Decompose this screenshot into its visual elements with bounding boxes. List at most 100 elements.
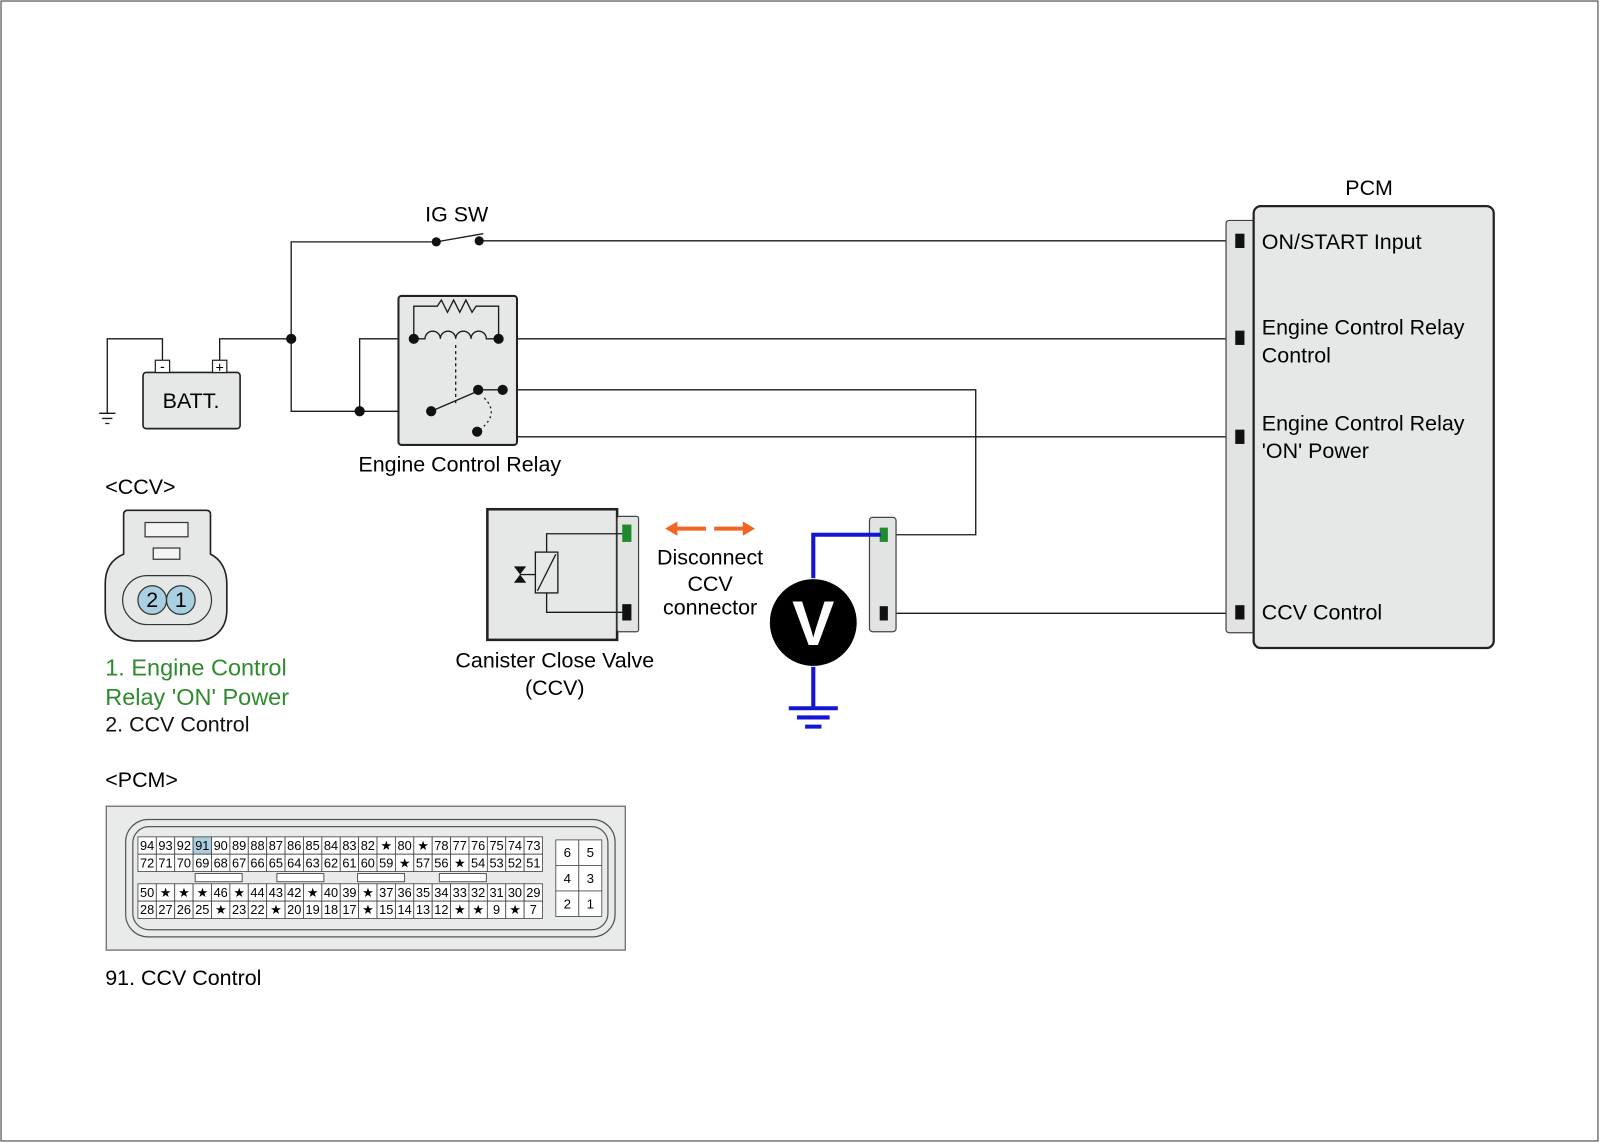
pcm-pin-cell: 92	[174, 836, 194, 855]
battery-body	[142, 371, 241, 430]
pcm-pin-cell: 68	[211, 853, 231, 872]
pcm-pin-number: ★	[215, 902, 226, 917]
pcm-connector-rim-inner	[132, 826, 609, 931]
pcm-pin-cell: 12	[431, 900, 451, 919]
pcm-pin-number: 22	[250, 902, 264, 917]
pcm-pin-number: 30	[508, 885, 522, 900]
pcm-pin-cell: 62	[321, 853, 341, 872]
pcm-pin-number: 87	[269, 838, 283, 853]
pcm-pin-cell: 20	[284, 900, 304, 919]
pcm-pin-number: 25	[195, 902, 209, 917]
ccv-pin-legend: Relay 'ON' Power	[105, 684, 289, 710]
pcm-pin-number: 92	[177, 838, 191, 853]
pcm-pin-number: 63	[306, 855, 320, 870]
pcm-pin-number: 75	[489, 838, 503, 853]
pcm-pin-cell: 33	[450, 883, 470, 902]
pcm-pin-number: 19	[306, 902, 320, 917]
pcm-pin-number: 43	[269, 885, 283, 900]
pcm-pin-cell: 17	[339, 900, 360, 919]
harness-pin-signal	[879, 527, 888, 542]
arrow-right-icon	[714, 521, 756, 536]
solenoid-diagonal	[536, 553, 557, 592]
pcm-pin-number: 69	[195, 855, 209, 870]
switch-contact	[431, 237, 441, 247]
pcm-pin-number: 36	[397, 885, 411, 900]
meter-lead-positive	[811, 532, 881, 579]
relay-switch-blade	[430, 391, 477, 412]
pcm-pin-number: 51	[526, 855, 540, 870]
harness-connector-body	[868, 516, 897, 633]
pcm-pin-cell: ★	[450, 900, 470, 919]
pcm-pin-box	[523, 900, 543, 919]
pcm-pin-number: 40	[324, 885, 338, 900]
pcm-pin-cell: 75	[486, 836, 507, 855]
pcm-pin-cell: ★	[505, 900, 525, 919]
wire-battery-ground	[106, 338, 164, 414]
battery-negative-terminal	[154, 359, 171, 374]
disconnect-note-line: Disconnect	[657, 545, 763, 569]
pcm-pin-number: 76	[471, 838, 485, 853]
pcm-pin-number: 23	[232, 902, 246, 917]
pcm-pin-number: 15	[379, 902, 393, 917]
pcm-pin-cell: 23	[229, 900, 249, 919]
pcm-pin-number: 74	[508, 838, 522, 853]
pcm-aux-pin-number: 5	[587, 845, 594, 860]
pcm-pin-number: 35	[416, 885, 430, 900]
pcm-connector-key-slot	[194, 873, 243, 883]
pcm-aux-pin-number: 4	[564, 871, 571, 886]
pcm-terminal-label: 'ON' Power	[1262, 439, 1369, 463]
ccv-label: (CCV)	[525, 676, 585, 700]
pcm-terminal-label: CCV Control	[1262, 600, 1382, 624]
ccv-internal-wire	[545, 533, 623, 613]
solenoid-coil	[534, 551, 559, 594]
pcm-pin-cell: ★	[394, 853, 415, 872]
pcm-pin-cell: 40	[321, 883, 341, 902]
pcm-pin-number: 68	[214, 855, 228, 870]
arrow-left-icon	[665, 521, 707, 536]
ccv-label: Canister Close Valve	[455, 648, 654, 672]
pcm-pin-cell: 27	[155, 900, 176, 919]
pcm-aux-pin-number: 1	[587, 896, 594, 911]
pcm-pin	[1235, 429, 1245, 444]
pcm-pin-number: 28	[140, 902, 154, 917]
ignition-switch: IG SW	[425, 202, 489, 247]
pcm-pin-number: 86	[287, 838, 301, 853]
pcm-pin-number: 67	[232, 855, 246, 870]
battery-label: BATT.	[163, 389, 220, 413]
relay-resistor	[413, 298, 500, 339]
pcm-pin-number: ★	[307, 885, 318, 900]
pcm-pin-cell: 37	[376, 883, 396, 902]
pcm-pin-cell: 84	[321, 836, 341, 855]
pcm-pin-cell: 71	[155, 853, 176, 872]
ground-icon	[99, 412, 116, 425]
pcm-pin-cell: ★	[358, 883, 378, 902]
pcm-pin-number: ★	[509, 902, 520, 917]
pcm-pin-number: 57	[416, 855, 430, 870]
pcm-pin-cell: 72	[137, 853, 157, 872]
ccv-connector-pin-number: 1	[175, 588, 187, 612]
pcm-pin	[1235, 605, 1245, 620]
pcm-aux-pin-cell: 5	[578, 839, 603, 866]
pcm-pin	[1235, 233, 1245, 248]
voltmeter-icon	[768, 578, 858, 667]
pcm-pin-number: 20	[287, 902, 301, 917]
pcm-pin-cell: 78	[431, 836, 451, 855]
pcm-pin-cell: 36	[394, 883, 415, 902]
harness-pin	[879, 606, 888, 621]
pcm-pin-cell: 86	[284, 836, 304, 855]
relay-coil-terminal	[408, 333, 419, 344]
pcm-pin-number: ★	[233, 885, 244, 900]
wire-relay-output-to-ccv	[502, 389, 977, 536]
pcm-connector-rim	[125, 818, 616, 938]
pcm-pin-cell: 32	[468, 883, 488, 902]
relay-common-contact	[426, 406, 437, 417]
pcm-connector-strip	[1225, 219, 1256, 634]
pcm-pin-number: 54	[471, 855, 485, 870]
voltmeter: V	[768, 532, 881, 729]
pcm-aux-pin-number: 3	[587, 871, 594, 886]
pcm-pin-cell: 9	[486, 900, 507, 919]
pcm-pin-number: ★	[160, 885, 171, 900]
pcm-pin-cell: 66	[247, 853, 268, 872]
pcm-pin-number: 91	[195, 838, 209, 853]
